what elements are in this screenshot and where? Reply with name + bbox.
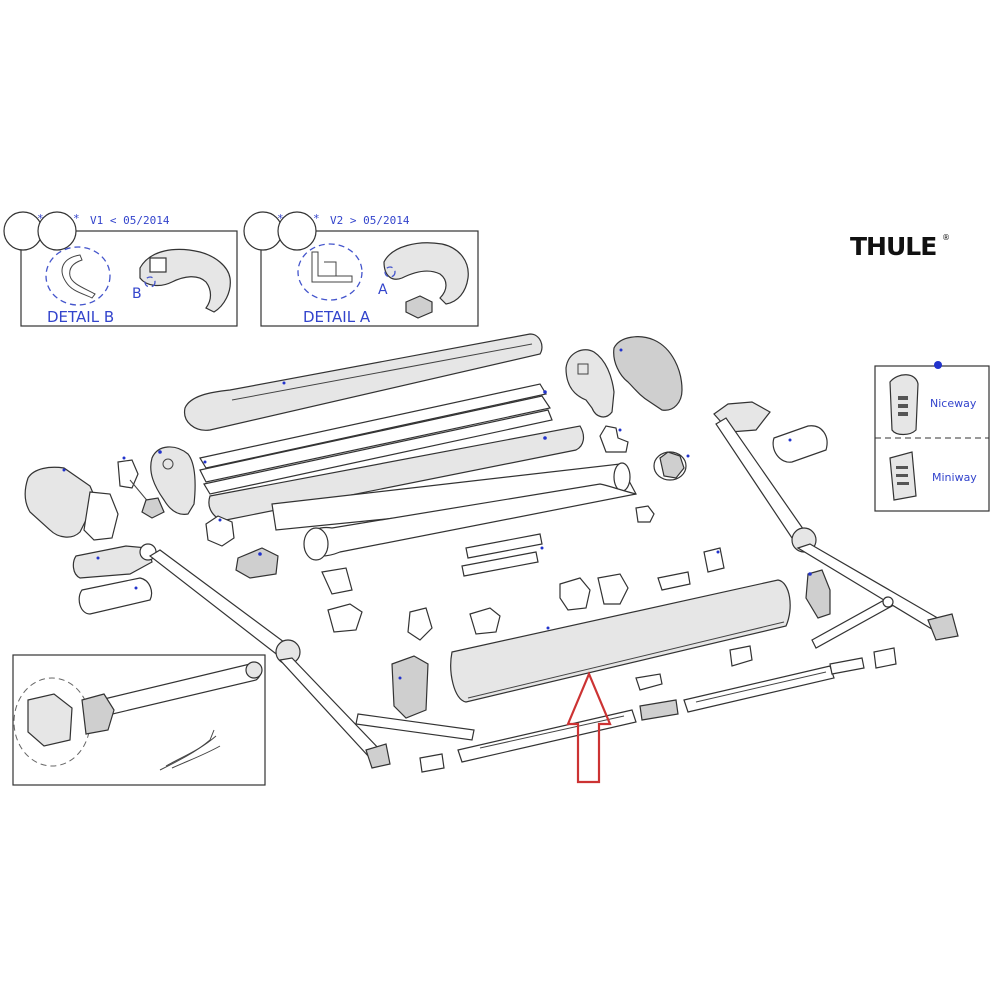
remote-legend: Niceway Miniway [874,361,990,512]
bottom-support-rails [355,647,897,773]
detail-a-star-2: * [313,212,320,225]
detail-a-tab-part [324,261,337,276]
detail-b-callout-marker [144,276,156,288]
cassette-top-cover [183,333,543,431]
legend-label-niceway: Niceway [930,397,977,410]
highlight-arrow [566,671,612,784]
left-cassette-endcap [150,446,196,515]
left-drive-assembly [117,456,165,519]
detail-b-callout-letter: B [132,286,142,302]
detail-a-bracket-part [311,251,353,283]
motor-gear-head [635,451,690,523]
front-bar [391,579,791,719]
detail-b-square-socket [149,257,167,273]
detail-a-endcap-part [383,242,469,305]
left-wall-bracket [24,466,119,541]
brand-logo: THULE ® [850,232,950,261]
remote-button-2 [898,404,908,408]
detail-a-block-part [405,295,433,319]
detail-a-star-1: * [277,212,284,225]
detail-b-panel: * * V1 < 05/2014 DETAIL B B [3,211,238,327]
detail-a-zoom-circle [297,243,363,301]
left-center-small-parts [205,515,544,641]
remote-legend-marker [934,361,942,369]
detail-a-title: DETAIL A [303,308,371,326]
detail-b-zoom-circle [45,246,111,306]
detail-a-panel: * * V2 > 05/2014 DETAIL A A [243,211,479,327]
cassette-profile-rails [199,383,585,521]
detail-b-star-2: * [73,212,80,225]
motor-detail-panel [12,654,266,786]
remote-button-3 [898,412,908,416]
detail-b-circle-2 [37,211,77,251]
awning-fabric-roll [271,462,637,561]
brand-logo-text: THULE [850,232,936,261]
remote-button-1 [898,396,908,400]
right-cassette-endcaps [565,336,683,453]
detail-a-callout-marker [384,266,396,278]
remote-small-button-2 [896,474,908,477]
middle-clips [559,547,753,691]
detail-a-version-label: V2 > 05/2014 [330,214,410,227]
brand-registered-mark: ® [942,233,950,242]
detail-a-circle-2 [277,211,317,251]
detail-b-star-1: * [37,212,44,225]
detail-b-hook-part [61,254,96,299]
right-side-caps [805,569,894,649]
legend-label-miniway: Miniway [932,471,977,484]
detail-b-version-label: V1 < 05/2014 [90,214,170,227]
remote-small-button-1 [896,466,908,469]
left-arm-motor [72,543,157,615]
remote-small-button-3 [897,482,909,485]
left-folding-arm [148,549,391,769]
right-folding-arm [713,401,959,641]
detail-a-callout-letter: A [378,282,388,298]
detail-b-title: DETAIL B [47,308,114,326]
